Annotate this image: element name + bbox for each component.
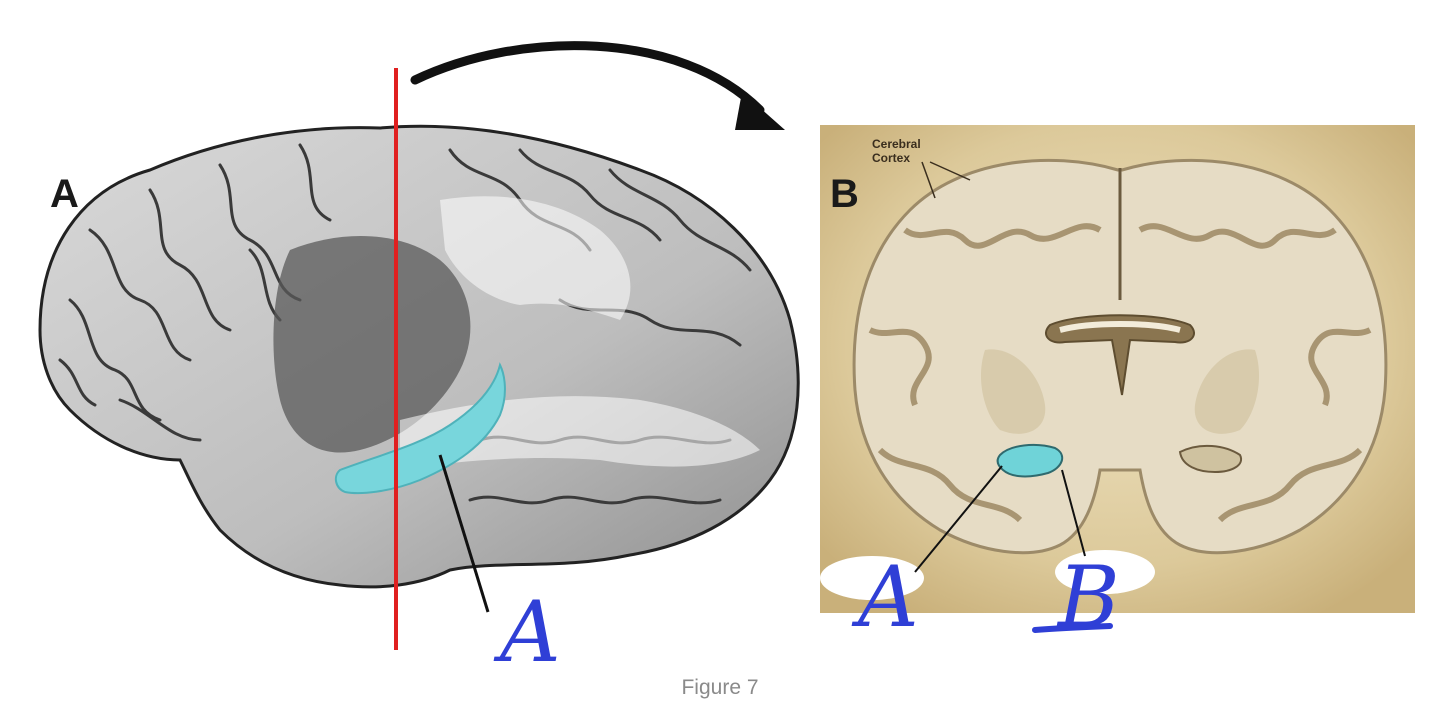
panel-b-label: B	[830, 172, 859, 216]
brain-coronal-section	[820, 158, 1388, 600]
leader-line-a-right	[914, 465, 1003, 573]
leader-line-a-left	[438, 454, 490, 613]
handwritten-b-underline	[1032, 623, 1113, 633]
handwritten-b-right: B	[1058, 548, 1120, 646]
hippocampus-highlight-lateral	[334, 362, 506, 495]
leader-line-b-right	[1061, 469, 1086, 557]
figure-caption: Figure 7	[681, 676, 759, 699]
cerebral-cortex-label: Cerebral Cortex	[872, 137, 942, 165]
curved-arrow-icon	[410, 41, 765, 115]
panel-a-label: A	[50, 172, 79, 216]
arrow-head-icon	[735, 92, 785, 130]
cortex-label-line1: Cerebral	[872, 137, 921, 151]
hippocampus-highlight-coronal	[996, 443, 1064, 478]
handwritten-a-left: A	[500, 583, 561, 681]
handwritten-a-right: A	[858, 548, 919, 646]
brain-lateral-view	[38, 124, 800, 613]
cortex-label-line2: Cortex	[872, 151, 911, 165]
